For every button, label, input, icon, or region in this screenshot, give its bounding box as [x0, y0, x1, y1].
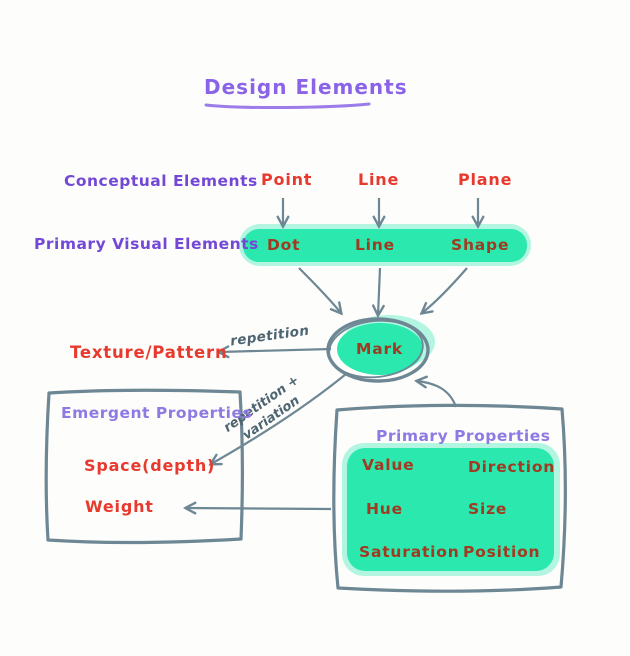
arrow-mark-to-emergent — [211, 373, 347, 464]
visual-item-dot: Dot — [267, 236, 301, 254]
conceptual-item-line: Line — [358, 170, 400, 189]
primary-props-blob — [347, 448, 554, 571]
emergent-properties-box — [44, 388, 244, 545]
arrow-mark-to-texture — [219, 349, 332, 352]
primary-item-size: Size — [468, 500, 508, 518]
highlight-bar — [243, 229, 527, 262]
primary-properties-box — [332, 403, 567, 593]
mark-label: Mark — [356, 340, 404, 358]
arrow-primary-to-weight — [186, 508, 332, 509]
arrow-shape-to-mark — [422, 267, 468, 313]
primary-item-hue: Hue — [366, 500, 403, 518]
title-underline — [204, 102, 371, 110]
mark-blob — [337, 323, 423, 375]
emergent-item-space: Space(depth) — [84, 456, 216, 475]
visual-item-shape: Shape — [451, 236, 510, 254]
conceptual-elements-label: Conceptual Elements — [64, 172, 258, 190]
primary-item-saturation: Saturation — [359, 543, 460, 561]
emergent-item-weight: Weight — [85, 497, 154, 516]
primary-visual-elements-label: Primary Visual Elements — [34, 235, 259, 253]
arrow-line-to-mark — [378, 267, 380, 315]
primary-item-position: Position — [463, 543, 541, 561]
arrow-primary-to-mark — [417, 381, 458, 408]
conceptual-item-point: Point — [261, 170, 313, 189]
texture-pattern-label: Texture/Pattern — [70, 343, 228, 362]
visual-item-line: Line — [355, 236, 395, 254]
mark-circle-inner — [328, 319, 424, 379]
primary-item-value: Value — [362, 456, 415, 474]
page-title: Design Elements — [204, 75, 408, 99]
primary-item-direction: Direction — [468, 458, 556, 476]
arrow-dot-to-mark — [298, 267, 341, 313]
primary-properties-title: Primary Properties — [376, 427, 551, 445]
emergent-properties-title: Emergent Properties — [61, 404, 253, 422]
conceptual-item-plane: Plane — [458, 170, 513, 189]
